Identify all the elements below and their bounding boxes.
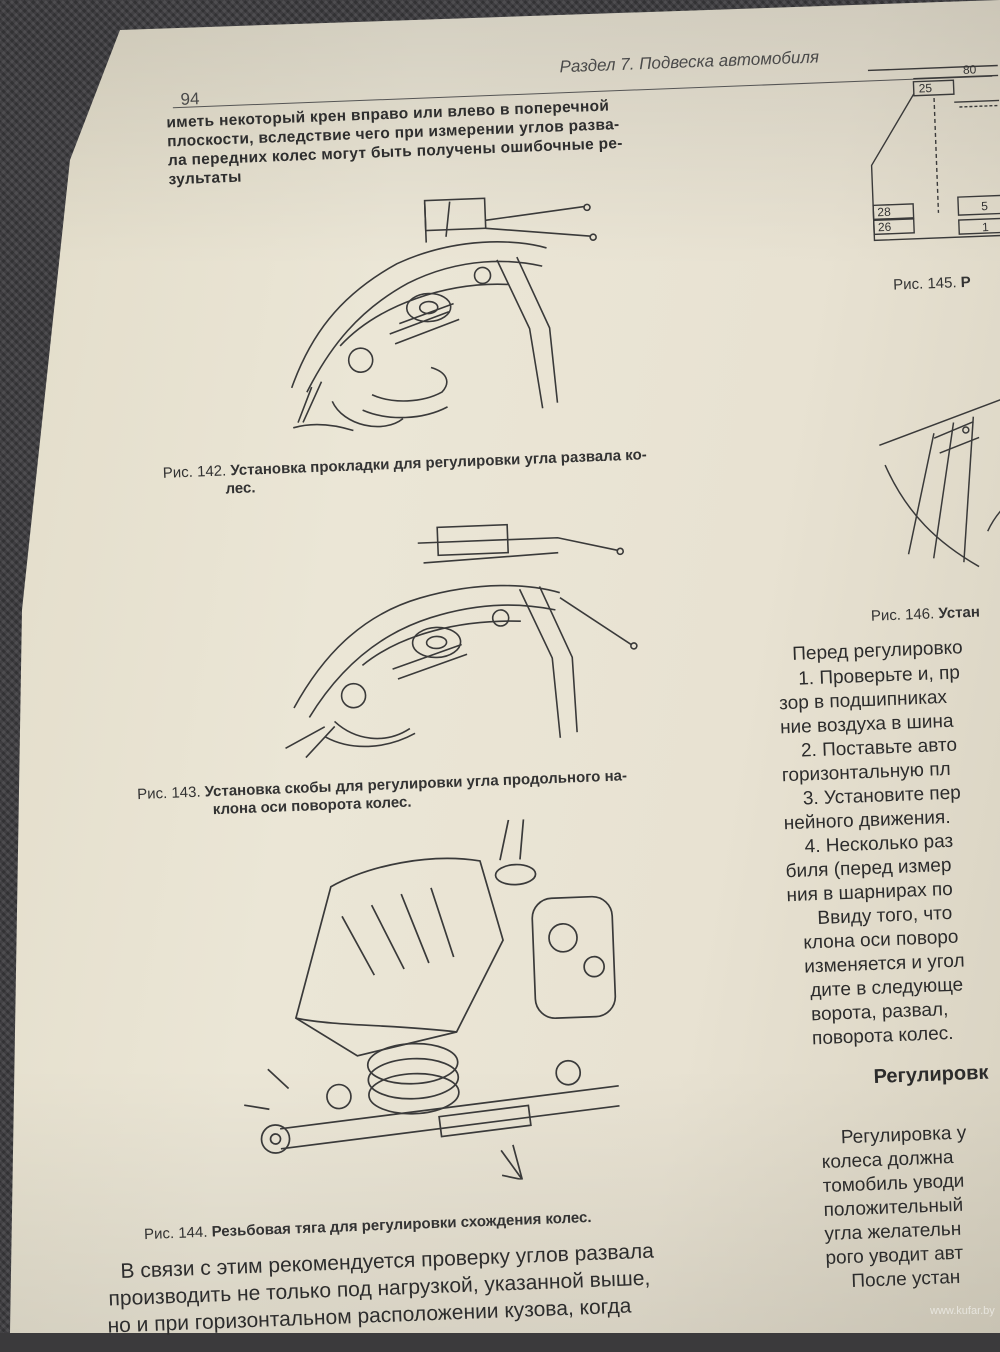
figure-144-drawing <box>229 814 663 1190</box>
right-column-line: Регулировка у <box>840 1122 967 1149</box>
top-paragraph-line: зультаты <box>168 168 243 189</box>
figure-146-caption: Рис. 146. Устан <box>870 603 981 625</box>
right-column-line: После устан <box>851 1266 961 1293</box>
right-column-line: 3. Установите пер <box>802 782 962 810</box>
right-column-line: рого уводит авт <box>825 1242 964 1269</box>
fig145-label-28: 28 <box>877 205 891 220</box>
right-column-line: клона оси поворо <box>802 926 959 954</box>
fig145-label-80: 80 <box>963 62 977 77</box>
right-column-line: поворота колес. <box>811 1022 954 1050</box>
figure-145-drawing: 80 25 28 26 5 1 <box>858 60 1000 275</box>
figure-142-drawing <box>244 175 624 449</box>
right-column-line: положительный <box>823 1194 964 1222</box>
figure-146-drawing <box>872 390 1000 575</box>
fig145-label-26: 26 <box>878 220 892 235</box>
right-column-line: угла желательн <box>824 1218 962 1245</box>
right-column-line: Ввиду того, что <box>817 902 953 930</box>
fig145-label-25: 25 <box>918 81 932 96</box>
figure-144-caption: Рис. 144. Резьбовая тяга для регулировки… <box>143 1208 592 1244</box>
right-column-line: колеса должна <box>821 1147 954 1174</box>
right-column-line: 2. Поставьте авто <box>800 734 958 762</box>
figure-145-caption: Рис. 145. Р <box>892 273 972 294</box>
fig145-label-5: 5 <box>981 199 989 213</box>
fig145-label-1: 1 <box>982 220 990 234</box>
figure-142-caption-cont: лес. <box>225 479 256 498</box>
watermark: www.kufar.by <box>930 1305 995 1317</box>
right-column-line: дите в следующе <box>809 974 964 1002</box>
right-column-heading: Регулировк <box>873 1061 989 1089</box>
right-column-line: томобиль уводи <box>822 1170 965 1198</box>
section-header: Раздел 7. Подвеска автомобиля <box>559 47 820 77</box>
right-column-line: ворота, развал, <box>810 999 949 1026</box>
right-column-line: 4. Несколько раз <box>804 830 954 858</box>
right-column-line: Перед регулировко <box>791 637 964 665</box>
figure-142-caption: Рис. 142. Установка прокладки для регули… <box>162 446 648 482</box>
figure-143-drawing <box>256 494 656 769</box>
